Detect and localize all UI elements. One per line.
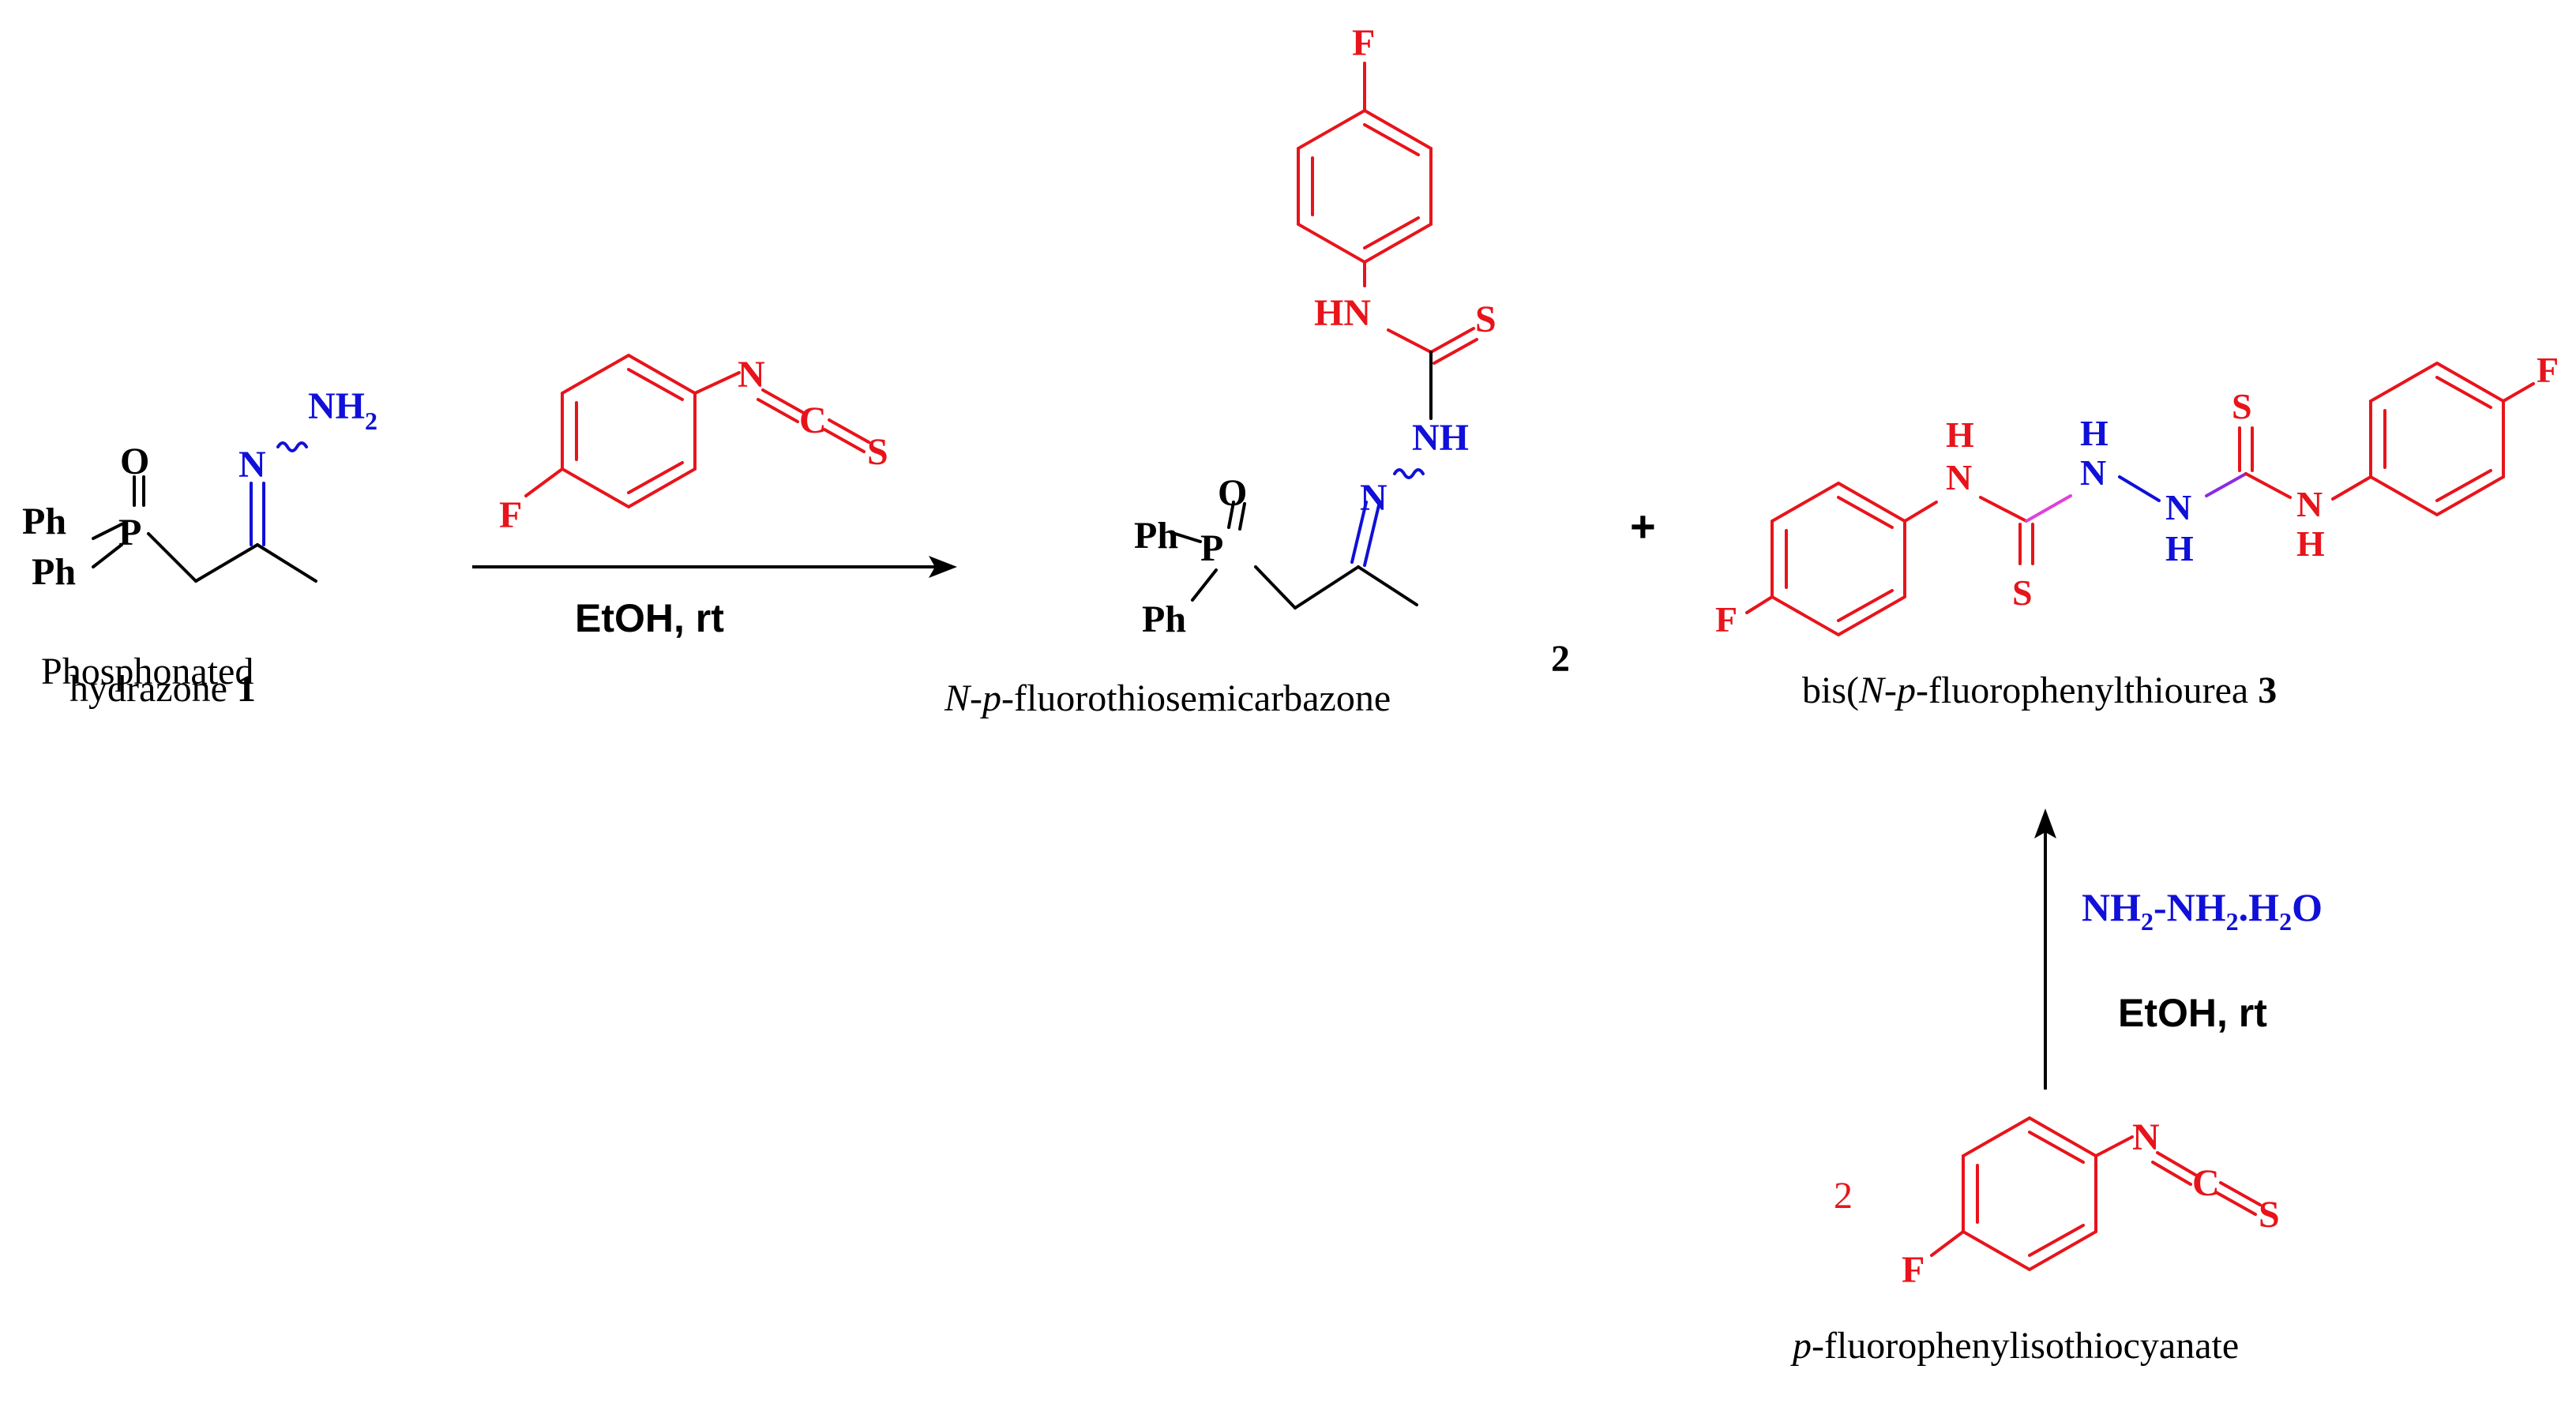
product-3-s2: S	[2232, 386, 2252, 426]
isothiocyanate-label: p-fluorophenylisothiocyanate	[1790, 1325, 2239, 1367]
product-3-h3: H	[2165, 528, 2194, 568]
reactant-1-oxygen: O	[120, 441, 149, 482]
reactant-1-phosphorus: P	[118, 512, 141, 553]
product-3-h4: H	[2296, 523, 2325, 564]
product-2-oxygen: O	[1218, 472, 1247, 514]
top-reagent-sulfur: S	[867, 431, 888, 473]
top-reagent-carbon: C	[799, 400, 827, 441]
product-2-hn: HN	[1314, 292, 1371, 334]
hydrazine-hydrate-reagent: NH2-NH2.H2O	[2082, 885, 2323, 936]
product-2-fluorine: F	[1352, 22, 1375, 64]
product-3-n1: N	[1946, 457, 1972, 497]
isothiocyanate-carbon: C	[2192, 1162, 2220, 1204]
product-2-label: N-p-fluorothiosemicarbazone	[944, 677, 1391, 719]
product-2-sulfur: S	[1475, 298, 1496, 340]
product-2-nh: NH	[1412, 417, 1469, 459]
product-2-imine-n: N	[1360, 477, 1388, 519]
top-conditions: EtOH, rt	[575, 596, 724, 640]
reactant-1-structure: Ph Ph P O N NH2	[22, 385, 377, 593]
reactant-1-nh2: NH2	[308, 385, 377, 435]
product-3-fluorine-left: F	[1715, 599, 1737, 640]
product-2-phosphorus: P	[1200, 527, 1223, 569]
product-3-h1: H	[1946, 415, 1974, 455]
vertical-reaction-arrowhead	[2034, 808, 2056, 838]
product-3-n4: N	[2296, 484, 2323, 524]
top-reagent-nitrogen: N	[738, 354, 765, 396]
reactant-1-ph-bottom: Ph	[32, 551, 76, 593]
bottom-conditions: EtOH, rt	[2118, 991, 2267, 1035]
reactant-1-ph-top: Ph	[22, 501, 66, 542]
main-reaction-arrowhead	[929, 556, 957, 578]
reactant-1-label-line2: hydrazone 1	[69, 668, 256, 710]
product-3-fluorine-right: F	[2537, 350, 2559, 390]
isothiocyanate-structure: F N C S	[1902, 1116, 2280, 1291]
product-3-label: bis(N-p-fluorophenylthiourea 3	[1802, 670, 2277, 711]
isothiocyanate-fluorine: F	[1902, 1249, 1924, 1291]
product-2-ph-top: Ph	[1134, 515, 1178, 557]
plus-sign: +	[1630, 501, 1656, 551]
isothiocyanate-sulfur: S	[2259, 1194, 2280, 1236]
product-3-structure: F H N S H N N H S N H F	[1715, 350, 2559, 640]
top-reagent-fluorine: F	[499, 494, 522, 536]
product-3-s1: S	[2012, 572, 2033, 613]
product-2-number: 2	[1551, 638, 1570, 680]
reactant-1-label-line1: Phosphonated	[41, 651, 253, 692]
product-3-n3: N	[2165, 487, 2191, 527]
isothiocyanate-nitrogen: N	[2132, 1116, 2160, 1158]
top-reagent-structure: F N C S	[499, 353, 888, 536]
product-3-n2: N	[2080, 452, 2106, 493]
product-2-ph-bottom: Ph	[1142, 598, 1186, 640]
reactant-1-imine-n: N	[238, 444, 266, 486]
product-3-h2: H	[2080, 413, 2108, 453]
isothiocyanate-coefficient: 2	[1834, 1175, 1853, 1217]
product-2-structure: F HN S NH N O P Ph Ph	[1134, 22, 1496, 640]
